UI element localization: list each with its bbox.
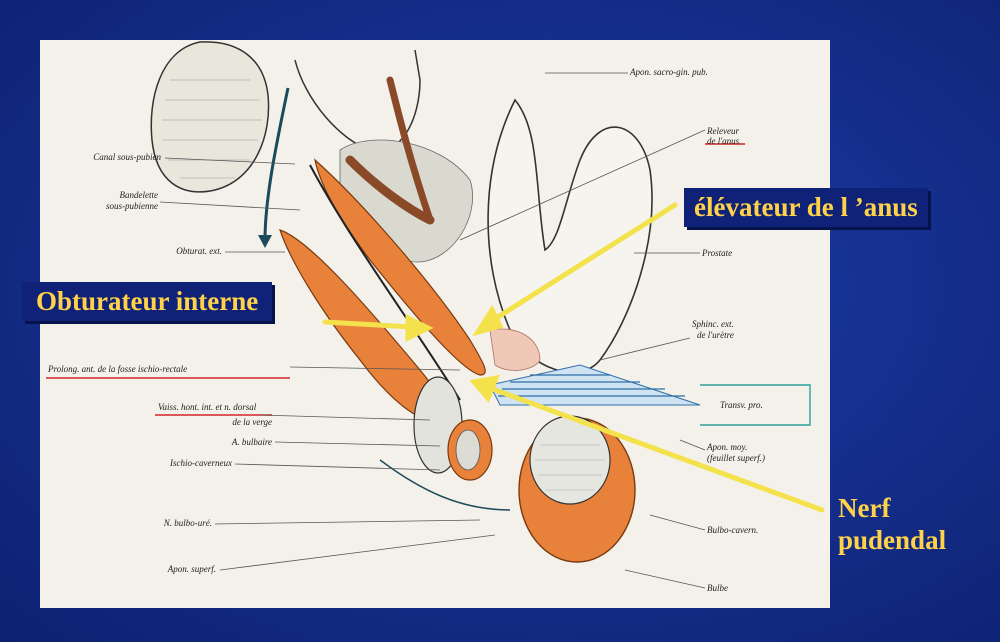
callout-obturateur: Obturateur interne xyxy=(22,282,272,321)
arrow-elevateur xyxy=(490,205,675,322)
arrow-obturateur xyxy=(325,322,412,327)
arrow-nerf xyxy=(490,388,822,510)
arrow-obturateur-head xyxy=(408,318,428,338)
callout-nerf-line1: Nerf xyxy=(838,492,946,524)
callout-elevateur: élévateur de l ’anus xyxy=(684,188,928,227)
callout-nerf-line2: pudendal xyxy=(838,524,946,556)
arrow-nerf-head xyxy=(474,378,496,398)
arrow-elevateur-head xyxy=(478,310,500,332)
callout-nerf: Nerf pudendal xyxy=(838,492,946,556)
